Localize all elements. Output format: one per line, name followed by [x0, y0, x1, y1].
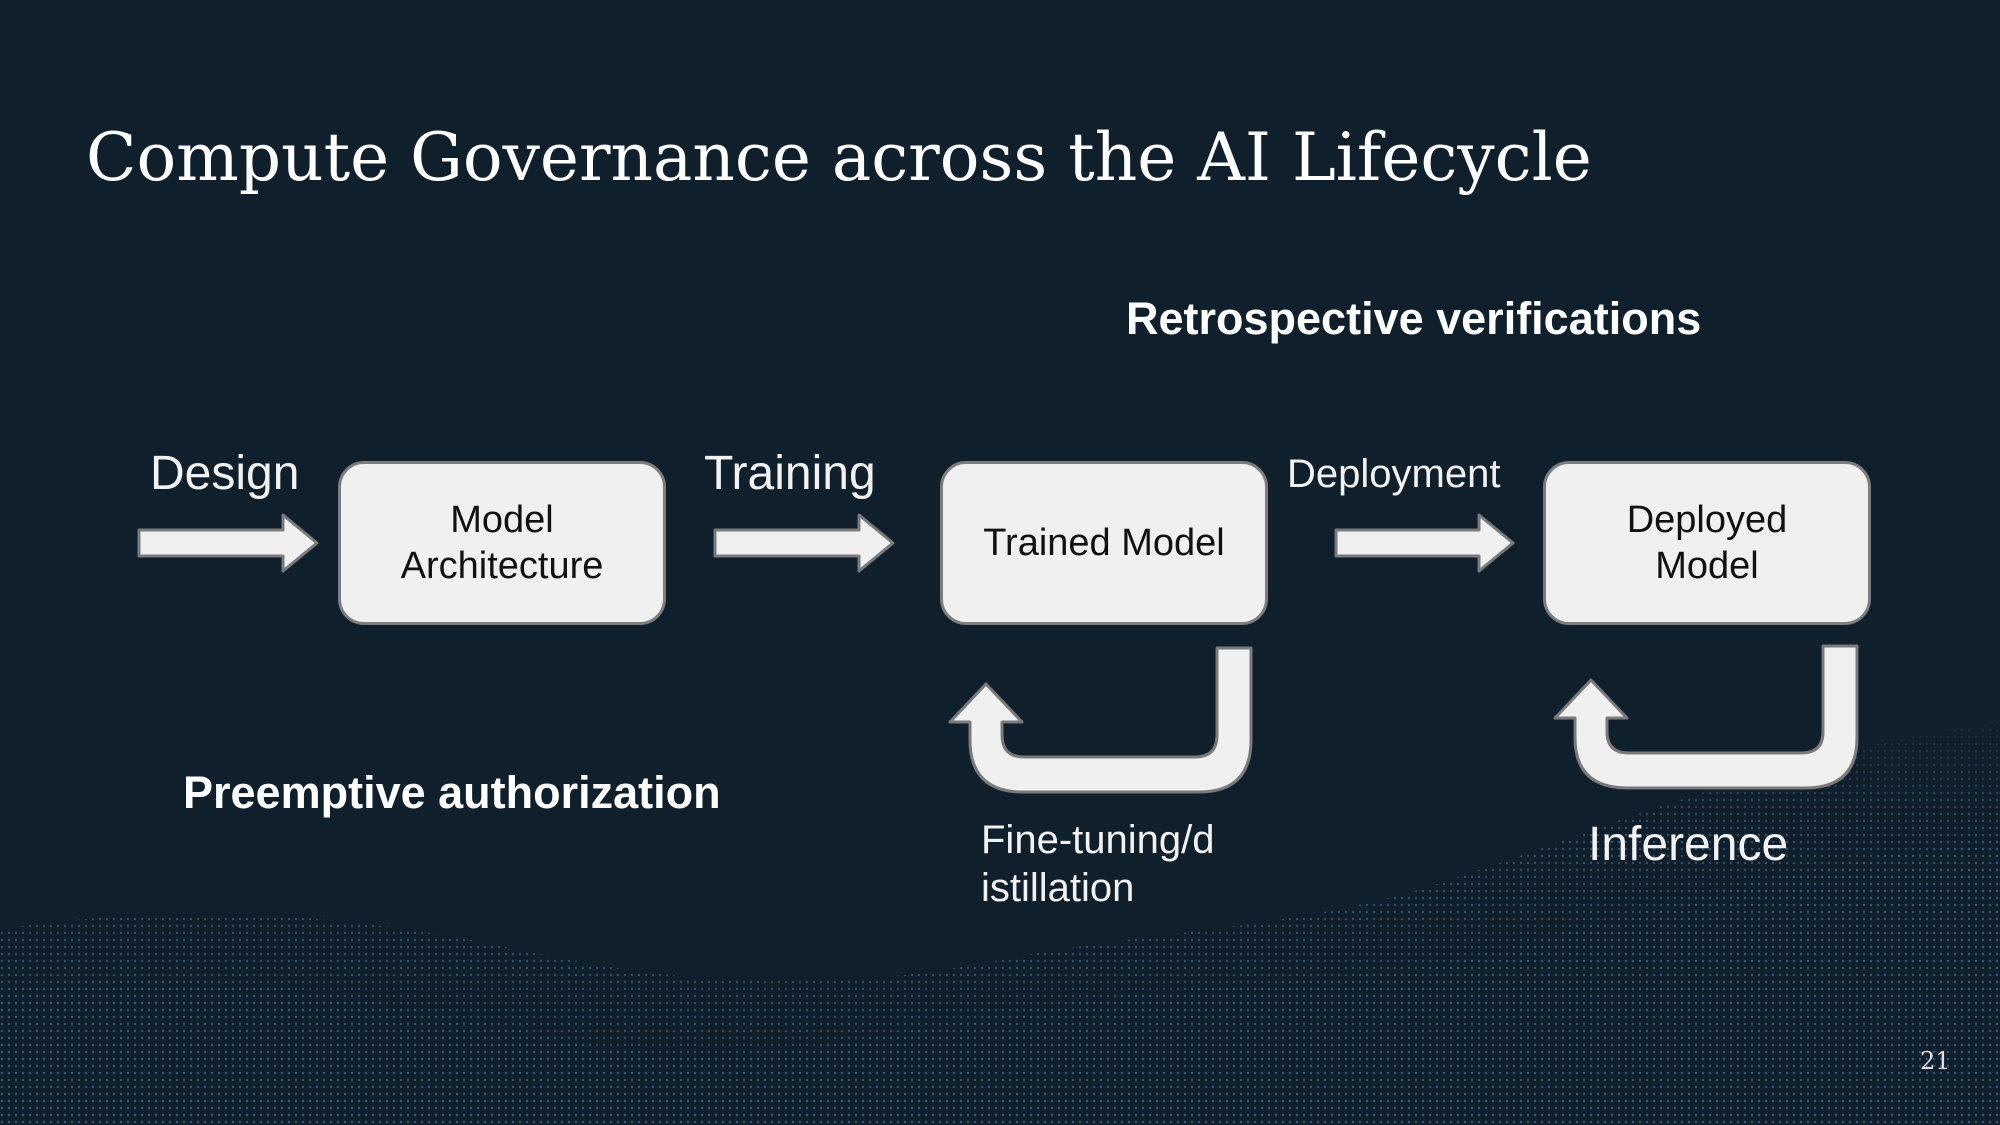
trained-model-label: Trained Model: [983, 522, 1225, 564]
trained-model-box: Trained Model: [940, 461, 1268, 625]
finetuning-loop-arrow-icon: [948, 646, 1253, 794]
inference-loop-arrow-icon: [1553, 644, 1859, 790]
retrospective-verifications-heading: Retrospective verifications: [1126, 293, 1702, 344]
finetuning-label: Fine-tuning/d istillation: [981, 818, 1215, 910]
deployed-model-label: Deployed Model: [1626, 499, 1788, 587]
deployment-arrow-icon: [1334, 513, 1515, 573]
inference-label: Inference: [1588, 818, 1789, 871]
page-title: Compute Governance across the AI Lifecyc…: [86, 119, 1592, 196]
deployed-model-box: Deployed Model: [1543, 461, 1871, 625]
training-arrow-icon: [713, 513, 895, 573]
model-architecture-box: Model Architecture: [338, 461, 666, 625]
training-label: Training: [704, 447, 876, 500]
design-label: Design: [150, 447, 300, 500]
page-number: 21: [1920, 1047, 1951, 1075]
preemptive-authorization-heading: Preemptive authorization: [183, 767, 721, 818]
deployment-label: Deployment: [1287, 452, 1501, 496]
design-arrow-icon: [137, 513, 319, 573]
model-architecture-label: Model Architecture: [400, 499, 604, 587]
